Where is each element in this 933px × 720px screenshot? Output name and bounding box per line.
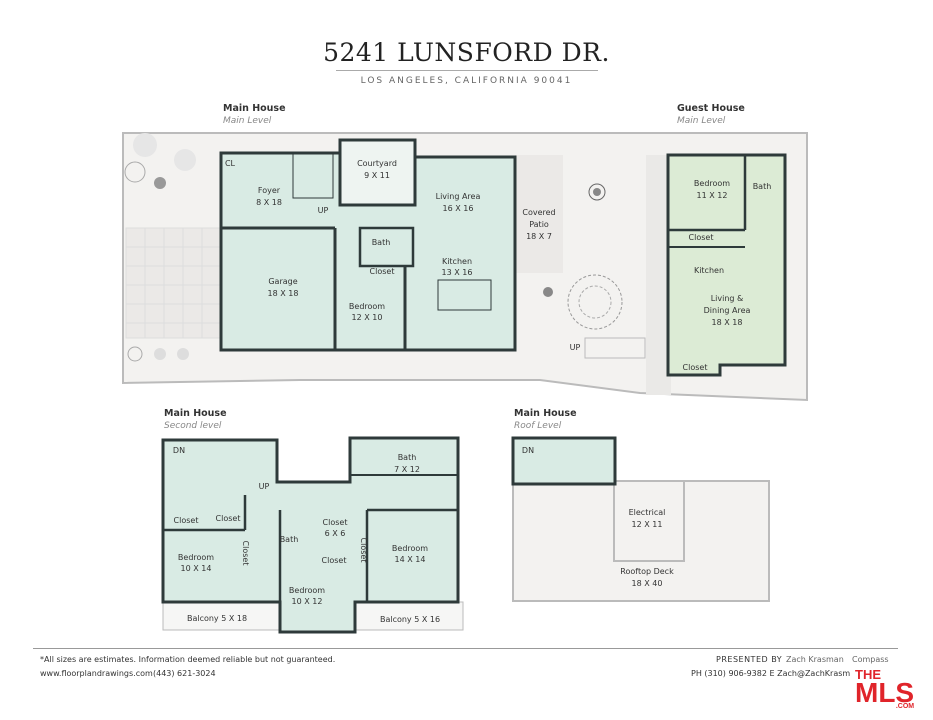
guest-label-closet: Closet — [689, 233, 714, 242]
room-size-patio: 18 X 7 — [526, 232, 552, 241]
roof-level-title: Main House — [514, 408, 577, 419]
property-location: LOS ANGELES, CALIFORNIA 90041 — [360, 76, 573, 86]
guest-label-bedroom: Bedroom — [694, 179, 730, 188]
presented-by-label: PRESENTED BY — [716, 655, 783, 664]
second-size-closet-6x6: 6 X 6 — [325, 529, 346, 538]
second-label-closet-side: Closet — [241, 541, 250, 566]
main-level-subtitle: Main Level — [223, 116, 272, 126]
plant — [154, 348, 166, 360]
stair-label-up: UP — [318, 206, 329, 215]
roof-size-deck: 18 X 40 — [632, 579, 663, 588]
guest-house — [646, 153, 787, 395]
guest-label-living: Living & — [711, 294, 744, 303]
plant — [127, 346, 143, 362]
footer-divider-right — [273, 648, 898, 649]
room-label-closet: Closet — [370, 267, 395, 276]
second-label-master-bath: Bath — [398, 453, 417, 462]
footer-divider — [33, 648, 273, 649]
tree — [567, 274, 623, 330]
guest-label-closet-2: Closet — [683, 363, 708, 372]
second-label-bath: Bath — [280, 535, 299, 544]
agent-contact: PH (310) 906-9382 E Zach@ZachKrasm — [691, 669, 851, 678]
roof-level-subtitle: Roof Level — [514, 421, 562, 431]
guest-label-bath: Bath — [753, 182, 772, 191]
property-title: 5241 LUNSFORD DR. — [323, 38, 610, 67]
second-level-subtitle: Second level — [164, 421, 222, 431]
plant — [177, 348, 189, 360]
second-label-up: UP — [259, 482, 270, 491]
second-label-balcony-a: Balcony 5 X 18 — [187, 614, 247, 623]
second-level-title: Main House — [164, 408, 227, 419]
roof-label-electrical: Electrical — [629, 508, 666, 517]
mls-logo-top: THE — [855, 667, 881, 682]
room-label-courtyard: Courtyard — [357, 159, 397, 168]
main-house-second-level — [161, 436, 464, 634]
second-label-closet-1: Closet — [174, 516, 199, 525]
roof-size-electrical: 12 X 11 — [632, 520, 663, 529]
room-size-bedroom: 12 X 10 — [352, 313, 383, 322]
room-label-living: Living Area — [436, 192, 481, 201]
plant — [154, 177, 166, 189]
room-label-garage: Garage — [268, 277, 297, 286]
room-size-garage: 18 X 18 — [268, 289, 299, 298]
agent-name: Zach Krasman — [786, 655, 844, 664]
second-label-closet-2: Closet — [216, 514, 241, 523]
main-house-roof-level — [511, 436, 770, 602]
guest-size-bedroom: 11 X 12 — [697, 191, 728, 200]
guest-label-living-2: Dining Area — [704, 306, 751, 315]
second-size-bedroom-b: 10 X 12 — [292, 597, 323, 606]
room-label-kitchen: Kitchen — [442, 257, 472, 266]
room-label-bath: Bath — [372, 238, 391, 247]
phone: (443) 621-3024 — [153, 669, 216, 678]
guest-level-title: Guest House — [677, 103, 745, 114]
plant — [543, 287, 553, 297]
plant — [174, 149, 196, 171]
second-label-balcony-b: Balcony 5 X 16 — [380, 615, 440, 624]
second-label-closet-small: Closet — [322, 556, 347, 565]
second-label-bedroom-b: Bedroom — [289, 586, 325, 595]
roof-label-deck: Rooftop Deck — [620, 567, 674, 576]
mls-logo-main: MLS — [855, 677, 915, 708]
paver-grid — [125, 227, 222, 339]
room-label-patio-2: Patio — [529, 220, 549, 229]
covered-patio-area — [515, 155, 563, 273]
guest-size-living: 18 X 18 — [712, 318, 743, 327]
second-label-closet-6x6: Closet — [323, 518, 348, 527]
fountain — [588, 183, 606, 201]
second-size-master-bath: 7 X 12 — [394, 465, 420, 474]
exterior-steps — [584, 337, 646, 359]
room-label-cl: CL — [225, 159, 236, 168]
room-size-courtyard: 9 X 11 — [364, 171, 390, 180]
website-link[interactable]: www.floorplandrawings.com — [40, 669, 153, 678]
second-size-bedroom-c: 14 X 14 — [395, 555, 426, 564]
main-level-title: Main House — [223, 103, 286, 114]
mls-logo-suffix: .COM — [895, 703, 915, 710]
room-label-patio: Covered — [522, 208, 555, 217]
second-label-dn: DN — [173, 446, 185, 455]
room-size-kitchen: 13 X 16 — [442, 268, 473, 277]
room-label-bedroom: Bedroom — [349, 302, 385, 311]
roof-label-dn: DN — [522, 446, 534, 455]
brokerage: Compass — [852, 655, 889, 664]
room-size-living: 16 X 16 — [443, 204, 474, 213]
second-label-bedroom-a: Bedroom — [178, 553, 214, 562]
courtyard — [338, 138, 417, 207]
main-house-main-level — [219, 138, 517, 352]
mls-logo: THE MLS .COM — [855, 668, 914, 710]
guest-level-subtitle: Main Level — [677, 116, 726, 126]
plant — [124, 161, 146, 183]
plant — [133, 133, 157, 157]
stair-label-up-exterior: UP — [570, 343, 581, 352]
second-label-bedroom-c: Bedroom — [392, 544, 428, 553]
room-size-foyer: 8 X 18 — [256, 198, 282, 207]
title-divider — [336, 70, 598, 71]
room-label-foyer: Foyer — [258, 186, 281, 195]
disclaimer: *All sizes are estimates. Information de… — [40, 655, 336, 664]
second-label-closet-vert: Closet — [359, 538, 368, 563]
guest-label-kitchen: Kitchen — [694, 266, 724, 275]
second-size-bedroom-a: 10 X 14 — [181, 564, 212, 573]
